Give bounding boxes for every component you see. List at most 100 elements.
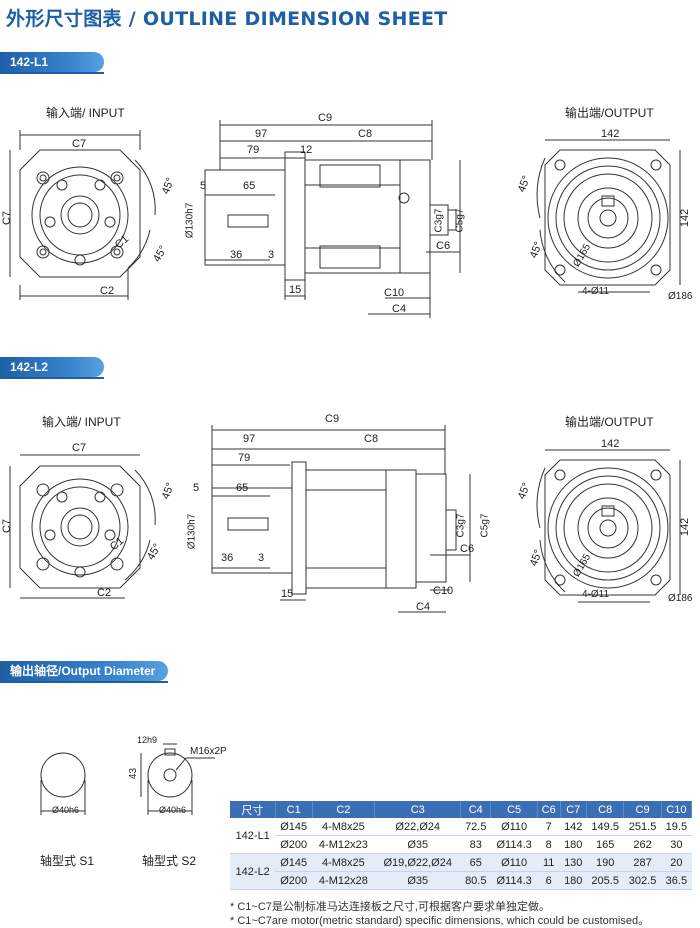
table-cell: 72.5	[460, 818, 491, 836]
table-cell: 83	[460, 835, 491, 854]
title-en: OUTLINE DIMENSION SHEET	[142, 8, 448, 30]
l2-dim-3: 3	[258, 552, 265, 564]
l2-dim-15: 15	[281, 588, 294, 600]
section-tag-142-l1: 142-L1	[0, 52, 104, 72]
table-cell: Ø145	[275, 818, 313, 836]
shaft-s1-diameter: Ø40h6	[52, 805, 80, 815]
l2-input-flange-drawing	[9, 454, 156, 599]
table-cell: 180	[560, 835, 587, 854]
l1-output-view-label: 输出端/OUTPUT	[565, 106, 654, 120]
table-row: Ø200 4-M12x28 Ø35 80.5 Ø114.3 6 180 205.…	[230, 871, 692, 890]
table-cell: 287	[623, 853, 662, 872]
footnote-en: * C1~C7are motor(metric standard) specif…	[230, 915, 650, 927]
l1-dim-130: Ø130h7	[184, 202, 196, 239]
table-cell: 4-M8x25	[312, 853, 375, 872]
l1-dim-3: 3	[268, 249, 275, 261]
table-model-cell: 142-L2	[230, 853, 276, 890]
table-cell: Ø35	[374, 835, 461, 854]
l1-dim-c9: C9	[318, 112, 333, 124]
table-cell: 65	[460, 853, 491, 872]
l2-dim-97: 97	[243, 433, 256, 445]
table-cell: 142	[560, 818, 587, 836]
table-cell: 205.5	[586, 871, 624, 890]
title-zh: 外形尺寸图表	[6, 8, 122, 30]
table-cell: 130	[560, 853, 587, 872]
table-cell: Ø114.3	[490, 871, 538, 890]
l1-dim-15: 15	[289, 284, 302, 296]
l1-dim-c6: C6	[436, 240, 451, 252]
shaft-s2-label: 轴型式 S2	[142, 854, 197, 868]
l2-dim-c3: C3g7	[455, 513, 467, 538]
l1-dim-97: 97	[255, 128, 268, 140]
table-cell: Ø35	[374, 871, 461, 890]
table-header-row: 尺寸 C1 C2 C3 C4 C5 C6 C7 C8 C9 C10	[230, 801, 693, 818]
l2-dim-65: 65	[236, 482, 249, 494]
section-tag-142-l2: 142-L2	[0, 357, 104, 377]
table-cell: 80.5	[460, 871, 491, 890]
l2-dim-4-11: 4-Ø11	[582, 589, 610, 600]
section-tag-underline	[0, 377, 104, 379]
l1-output-flange-drawing	[536, 139, 681, 293]
table-cell: Ø19,Ø22,Ø24	[374, 853, 461, 872]
l1-dim-5: 5	[200, 180, 207, 192]
l2-dim-c8: C8	[364, 433, 379, 445]
l2-dim-c4: C4	[416, 601, 431, 613]
table-header-cell: C5	[490, 801, 538, 818]
dimension-table: 尺寸 C1 C2 C3 C4 C5 C6 C7 C8 C9 C10 142-L1…	[230, 801, 693, 890]
table-cell: 180	[560, 871, 587, 890]
l1-dim-c8: C8	[358, 128, 373, 140]
table-header-cell: C7	[560, 801, 587, 818]
table-header-cell: 尺寸	[230, 801, 276, 818]
l1-dim-142-top: 142	[601, 128, 620, 140]
l1-dim-186: Ø186	[668, 291, 693, 302]
table-cell: 251.5	[623, 818, 662, 836]
table-cell: Ø110	[490, 853, 538, 872]
l2-side-profile-drawing	[211, 425, 471, 613]
l1-dim-c7-top: C7	[72, 138, 87, 150]
table-cell: Ø114.3	[490, 835, 538, 854]
table-row: Ø200 4-M12x23 Ø35 83 Ø114.3 8 180 165 26…	[230, 835, 692, 854]
table-cell: Ø22,Ø24	[374, 818, 461, 836]
l2-output-view-label: 输出端/OUTPUT	[565, 415, 654, 429]
table-cell: 4-M8x25	[312, 818, 375, 836]
page-title: 外形尺寸图表 / OUTLINE DIMENSION SHEET	[6, 4, 448, 31]
l2-dim-c10: C10	[433, 585, 454, 597]
l1-dim-c2: C2	[100, 285, 115, 297]
table-cell: Ø145	[275, 853, 313, 872]
l1-dim-c7-side: C7	[1, 210, 14, 226]
table-cell: 36.5	[661, 871, 692, 890]
l1-dim-c10: C10	[384, 287, 405, 299]
section-tag-underline	[0, 681, 168, 683]
table-cell: Ø110	[490, 818, 538, 836]
l2-dim-130: Ø130h7	[186, 513, 198, 550]
l2-dim-142-side: 142	[679, 517, 692, 537]
table-cell: 190	[586, 853, 624, 872]
l2-dim-c5: C5g7	[479, 513, 491, 538]
shaft-s2-diameter: Ø40h6	[159, 805, 187, 815]
table-cell: 8	[537, 835, 560, 854]
l2-dim-c7-side: C7	[1, 518, 14, 534]
table-cell: 165	[586, 835, 624, 854]
table-cell: 20	[661, 853, 692, 872]
section-tag-output-diameter: 输出轴径/Output Diameter	[0, 661, 168, 681]
l2-dim-79: 79	[238, 452, 251, 464]
shaft-s2-thread: M16x2P	[190, 746, 227, 757]
l1-dim-c4: C4	[392, 303, 407, 315]
shaft-s2-height: 43	[128, 767, 140, 780]
l1-input-view-label: 输入端/ INPUT	[46, 106, 125, 120]
table-row: 142-L1 Ø145 4-M8x25 Ø22,Ø24 72.5 Ø110 7 …	[230, 818, 692, 854]
table-cell: 19.5	[661, 818, 692, 836]
table-header-cell: C3	[374, 801, 462, 818]
table-row: 142-L2 Ø145 4-M8x25 Ø19,Ø22,Ø24 65 Ø110 …	[230, 853, 692, 890]
l1-dim-142-side: 142	[679, 208, 692, 228]
shaft-s1-label: 轴型式 S1	[40, 854, 95, 868]
table-cell: 7	[537, 818, 560, 836]
table-cell: Ø200	[275, 871, 313, 890]
l1-input-flange-drawing	[9, 130, 156, 300]
table-cell: 4-M12x28	[312, 871, 375, 890]
l2-dim-36: 36	[221, 552, 234, 564]
table-header-cell: C10	[661, 801, 693, 818]
l2-input-view-label: 输入端/ INPUT	[42, 415, 121, 429]
l2-dim-142-top: 142	[601, 438, 620, 450]
